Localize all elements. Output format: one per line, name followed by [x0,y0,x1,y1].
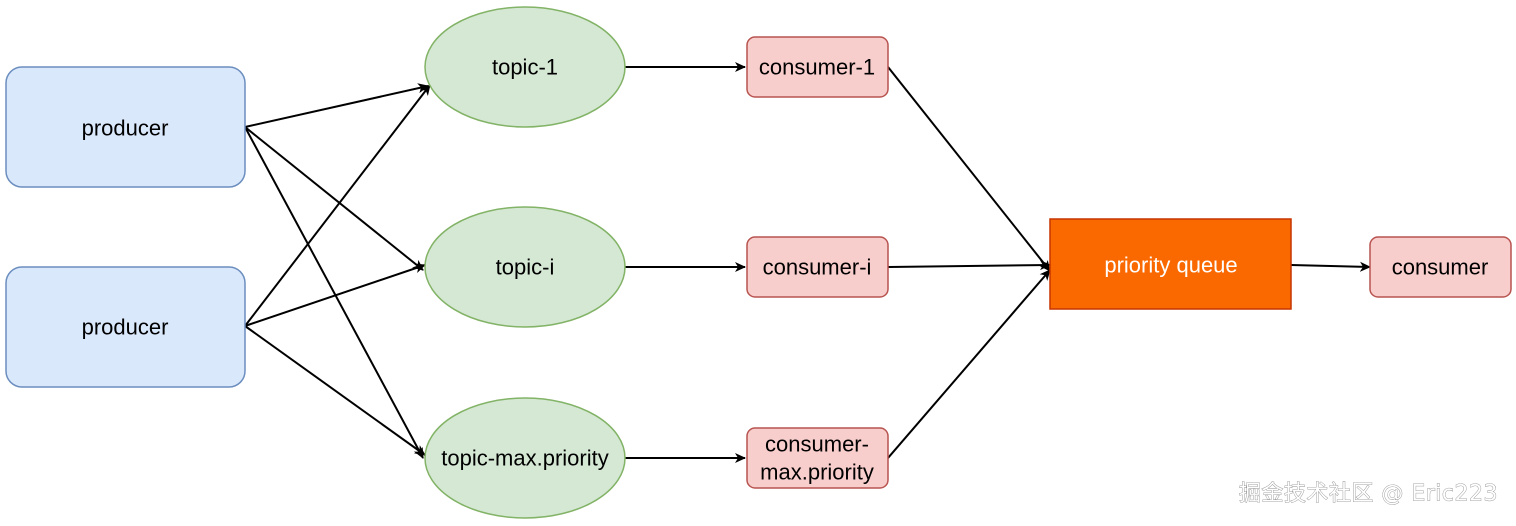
edge-producer1-topici [244,126,424,271]
edge-producer2-topici [244,263,426,327]
edge-producer2-topic1 [244,84,431,327]
priority-queue-label: priority queue [1104,253,1237,278]
edge-consumeri-priorityqueue [887,260,1051,271]
consumer-1-label: consumer-1 [759,55,875,80]
topic-node-max-priority: topic-max.priority [424,397,626,519]
topic-max-priority-label: topic-max.priority [441,446,608,471]
edge-consumer1-priorityqueue [887,66,1051,272]
consumer-max-priority-label-line1: consumer- [765,432,869,457]
edges-layer [244,62,1371,463]
consumer-node-1: consumer-1 [746,36,889,98]
edge-producer1-topic1 [244,83,429,128]
edge-producer2-topicmax [244,325,426,456]
producer-node-1: producer [5,66,246,188]
producer-node-2: producer [5,266,246,388]
edge-producer1-topicmax [244,126,424,459]
consumer-node-i: consumer-i [746,236,889,298]
topic-1-label: topic-1 [492,55,558,80]
topic-node-1: topic-1 [424,6,626,128]
topic-node-i: topic-i [424,206,626,328]
producer-2-label: producer [82,315,169,340]
topic-i-label: topic-i [496,255,555,280]
final-consumer-label: consumer [1392,255,1489,280]
final-consumer-node: consumer [1369,236,1512,298]
consumer-max-priority-label-line2: max.priority [760,460,874,485]
priority-queue-node: priority queue [1049,218,1292,310]
edge-consumermax-priorityqueue [887,269,1051,459]
producer-1-label: producer [82,116,169,141]
consumer-i-label: consumer-i [763,255,872,280]
consumer-node-max-priority: consumer- max.priority [746,427,889,489]
edge-priorityqueue-consumer [1290,261,1371,272]
watermark-text: 掘金技术社区 @ Eric223 [1239,482,1498,507]
